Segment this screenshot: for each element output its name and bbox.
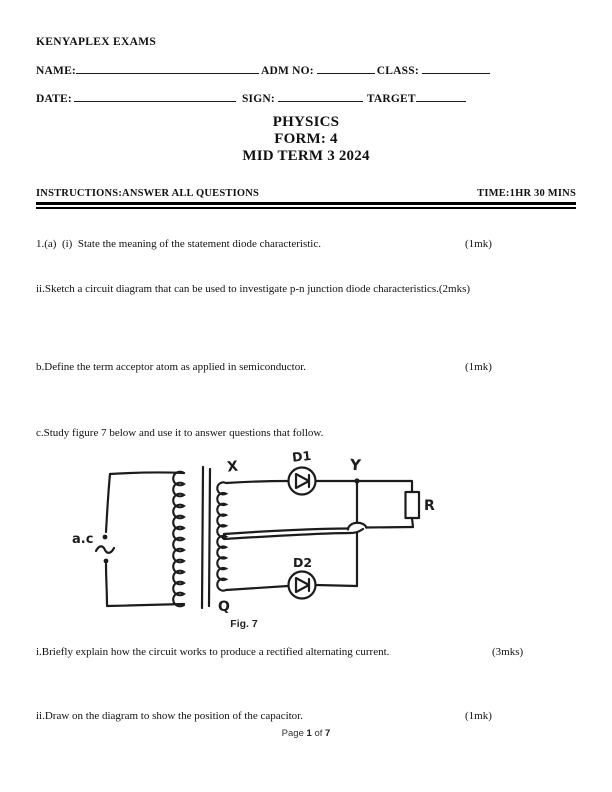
centre-tap-to-resistor-wire [364, 525, 415, 529]
adm-no-fill-line [316, 62, 375, 74]
question-text: ii.Draw on the diagram to show the posit… [36, 710, 303, 722]
question-text: c.Study figure 7 below and use it to ans… [36, 427, 324, 439]
r-label: R [424, 498, 435, 514]
page-footer: Page 1 of 7 [0, 728, 612, 739]
date-label: DATE: [36, 93, 72, 105]
centre-tap-wire-upper [222, 527, 350, 536]
diode-d2-triangle-icon [294, 576, 311, 594]
subject-title: PHYSICS [272, 114, 340, 130]
primary-left-lower-wire [104, 562, 109, 607]
sign-fill-line [277, 90, 363, 102]
form-title: FORM: 4 [274, 131, 338, 147]
question-text: 1.(a) (i) State the meaning of the state… [36, 238, 321, 250]
centre-tap-wire-lower [222, 527, 365, 541]
question-1aii: ii.Sketch a circuit diagram that can be … [36, 283, 596, 295]
question-1b: b.Define the term acceptor atom as appli… [36, 361, 596, 373]
target-fill-line [415, 90, 466, 102]
student-fields-row-1: NAME: ADM NO: CLASS: [36, 62, 581, 77]
ac-source-squiggle-icon [94, 545, 116, 554]
marks-badge: (3mks) [492, 646, 524, 658]
question-1c: c.Study figure 7 below and use it to ans… [36, 427, 596, 439]
x-label: X [226, 459, 239, 476]
page-word: Page [281, 728, 304, 739]
core-bar-left [200, 465, 205, 610]
load-resistor-icon [404, 490, 421, 520]
figure-7-rectifier-circuit: a.c X Q D1 D2 Y R [72, 448, 435, 615]
question-text: b.Define the term acceptor atom as appli… [36, 361, 307, 373]
sign-label: SIGN: [241, 93, 275, 105]
primary-bottom-wire [105, 602, 186, 608]
ac-terminal-dot-bottom [103, 558, 109, 564]
term-title: MID TERM 3 2024 [242, 148, 370, 164]
y-to-resistor-wire [355, 479, 414, 494]
rule-bottom [36, 206, 576, 210]
marks-badge: (1mk) [465, 710, 492, 722]
y-label: Y [348, 456, 362, 475]
school-name: KENYAPLEX EXAMS [36, 36, 157, 48]
date-fill-line [73, 90, 236, 102]
diode-d2-circle-icon [287, 570, 317, 600]
marks-badge: (1mk) [465, 361, 492, 373]
page-number: 1 [306, 728, 312, 739]
question-1ci: i.Briefly explain how the circuit works … [36, 646, 596, 658]
exam-title-block: PHYSICS FORM: 4 MID TERM 3 2024 [0, 114, 612, 165]
student-fields-row-2: DATE: SIGN: TARGET [36, 90, 581, 105]
rule-top [36, 202, 576, 205]
d2-output-wire [314, 583, 359, 588]
d1-label: D1 [291, 448, 312, 465]
resistor-bottom-wire [410, 516, 415, 529]
ac-label: a.c [72, 532, 93, 547]
page-total: 7 [325, 728, 331, 739]
instructions-row: INSTRUCTIONS:ANSWER ALL QUESTIONS TIME:1… [36, 188, 576, 199]
name-label: NAME: [36, 65, 76, 77]
target-label: TARGET [366, 93, 416, 105]
q-to-d2-wire [224, 584, 290, 592]
class-label: CLASS: [376, 65, 419, 77]
primary-top-wire [108, 471, 186, 476]
instructions-text: INSTRUCTIONS:ANSWER ALL QUESTIONS [36, 188, 260, 199]
q-label: Q [218, 599, 230, 615]
ac-terminal-dot-top [102, 534, 108, 540]
header-double-rule [36, 202, 576, 210]
diode-d1-triangle-icon [294, 472, 311, 490]
question-text: ii.Sketch a circuit diagram that can be … [36, 283, 471, 295]
figure-caption: Fig. 7 [230, 618, 258, 630]
time-allowed: TIME:1HR 30 MINS [477, 188, 576, 199]
question-text: i.Briefly explain how the circuit works … [36, 646, 390, 658]
name-fill-line [75, 62, 259, 74]
question-1ai: 1.(a) (i) State the meaning of the state… [36, 238, 596, 250]
marks-badge: (1mk) [465, 238, 492, 250]
d2-label: D2 [293, 555, 312, 570]
transformer-primary-coil [172, 470, 186, 608]
adm-no-label: ADM NO: [260, 65, 314, 77]
core-bar-right [207, 467, 212, 608]
diode-d1-circle-icon [287, 466, 317, 496]
question-1cii: ii.Draw on the diagram to show the posit… [36, 710, 596, 722]
primary-left-upper-wire [104, 472, 112, 534]
x-to-d1-wire [224, 479, 290, 485]
of-word: of [314, 728, 323, 739]
class-fill-line [421, 62, 490, 74]
